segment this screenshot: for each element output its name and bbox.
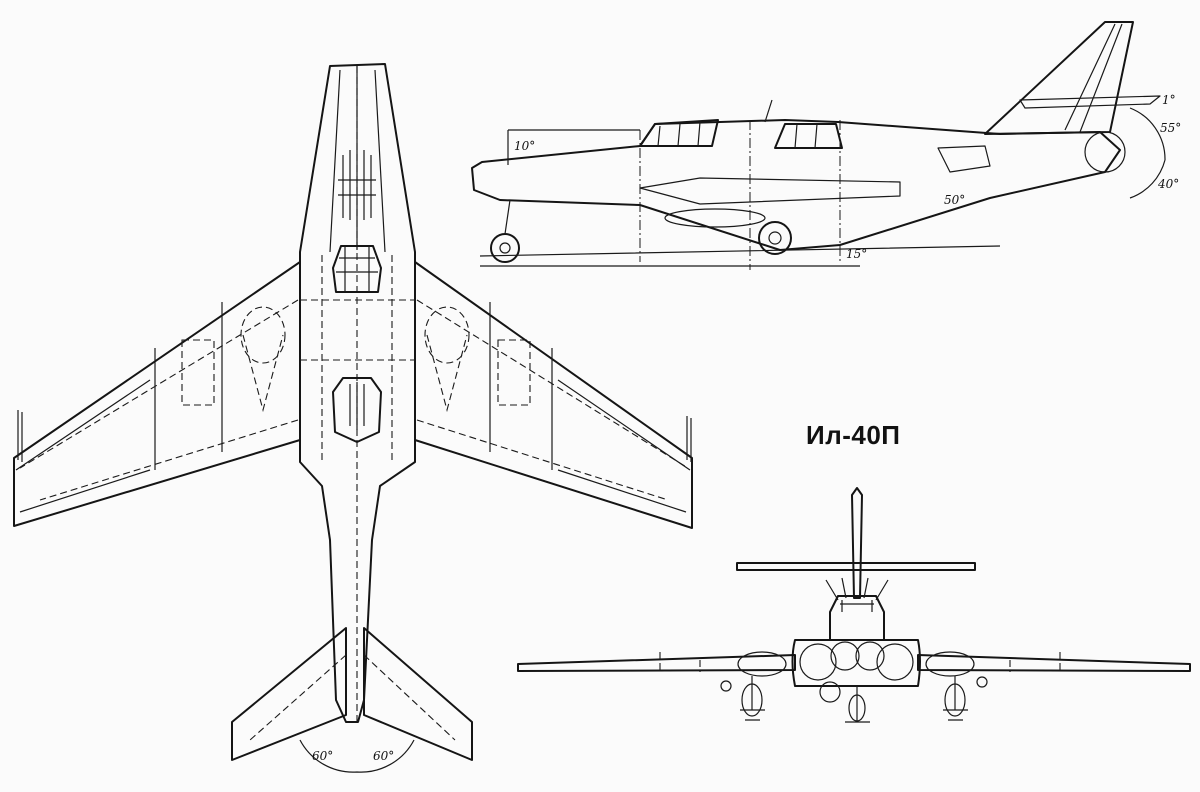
- rudder-down-label: 40°: [1157, 177, 1179, 191]
- front-wing-ticks: [659, 652, 1061, 672]
- plan-right-nacelle: [426, 334, 468, 413]
- tail-angle-right-label: 60°: [373, 749, 394, 763]
- side-wing-root: [639, 177, 901, 205]
- plan-right-wing: [414, 261, 693, 529]
- front-fin: [851, 487, 863, 599]
- side-tail-cone: [1084, 131, 1126, 173]
- rudder-up-label: 55°: [1160, 121, 1181, 135]
- front-right-store: [976, 676, 988, 688]
- plan-gun-barrels: [338, 150, 376, 220]
- side-antenna: [764, 99, 773, 123]
- plan-internal-lines: [300, 255, 415, 460]
- side-fin-lines: [1064, 23, 1123, 133]
- side-reference-lines: [639, 120, 841, 270]
- plan-wingtip-fences: [17, 410, 692, 462]
- plan-front-canopy-frames: [336, 246, 378, 292]
- plan-right-gear-bay: [497, 339, 531, 406]
- side-rear-canopy: [774, 123, 843, 149]
- side-nose-angle-ref: [507, 129, 640, 165]
- side-window: [937, 145, 991, 173]
- plan-right-stabilizer: [363, 627, 473, 761]
- side-rudder-arcs: [1129, 107, 1166, 199]
- side-front-canopy-frames: [657, 121, 701, 147]
- strut-angle-label: 50°: [944, 193, 965, 207]
- side-nose-wheel: [490, 233, 520, 263]
- front-stabilizer: [736, 562, 976, 571]
- plan-right-wing-panels: [489, 302, 691, 513]
- side-fin: [984, 21, 1134, 135]
- gear-angle-label: 15°: [846, 247, 867, 261]
- plan-left-wing-spar: [19, 299, 299, 501]
- front-left-gear: [740, 676, 765, 721]
- plan-left-stabilizer: [231, 627, 347, 761]
- front-left-store: [720, 680, 732, 692]
- front-antennas: [825, 577, 889, 601]
- front-right-gear: [943, 676, 968, 721]
- side-main-wheel: [758, 221, 792, 255]
- plan-front-cockpit: [332, 245, 382, 293]
- front-engine-body: [791, 639, 921, 687]
- plan-rear-canopy-frames: [349, 382, 365, 430]
- plan-stabilizer-spars: [249, 654, 456, 741]
- front-fuselage-head: [829, 595, 885, 641]
- plan-left-wing-panels: [15, 302, 223, 513]
- side-stabilizer: [1019, 95, 1161, 109]
- side-drop-tank: [664, 208, 766, 228]
- front-right-nacelle: [925, 651, 975, 677]
- front-view: [517, 487, 1191, 723]
- plan-left-nacelle: [242, 334, 284, 413]
- front-left-nacelle: [737, 651, 787, 677]
- plan-rear-cockpit: [332, 377, 382, 443]
- side-ground-lines: [479, 245, 1001, 267]
- plan-right-engine: [424, 306, 470, 364]
- side-view: 55° 40° 1° 10° 50° 15°: [471, 21, 1181, 270]
- fin-tip-label: 1°: [1162, 93, 1176, 107]
- tail-angle-left-label: 60°: [312, 749, 333, 763]
- front-canopy: [840, 600, 874, 612]
- plan-left-wing: [13, 261, 301, 527]
- aircraft-title: Ил-40П: [806, 420, 901, 450]
- plan-view: 60° 60°: [13, 63, 693, 773]
- plan-right-wing-spar: [416, 299, 689, 501]
- front-nose-gear: [845, 686, 870, 723]
- side-rear-canopy-frames: [794, 123, 818, 149]
- front-right-wing: [917, 654, 1191, 672]
- plan-left-engine: [240, 306, 286, 364]
- plan-tail-angle-arcs: [299, 739, 415, 773]
- front-left-wing: [517, 654, 796, 672]
- side-front-canopy: [639, 119, 719, 147]
- side-nose-strut: [504, 199, 511, 235]
- plan-left-gear-bay: [181, 339, 215, 406]
- nose-angle-label: 10°: [514, 139, 535, 153]
